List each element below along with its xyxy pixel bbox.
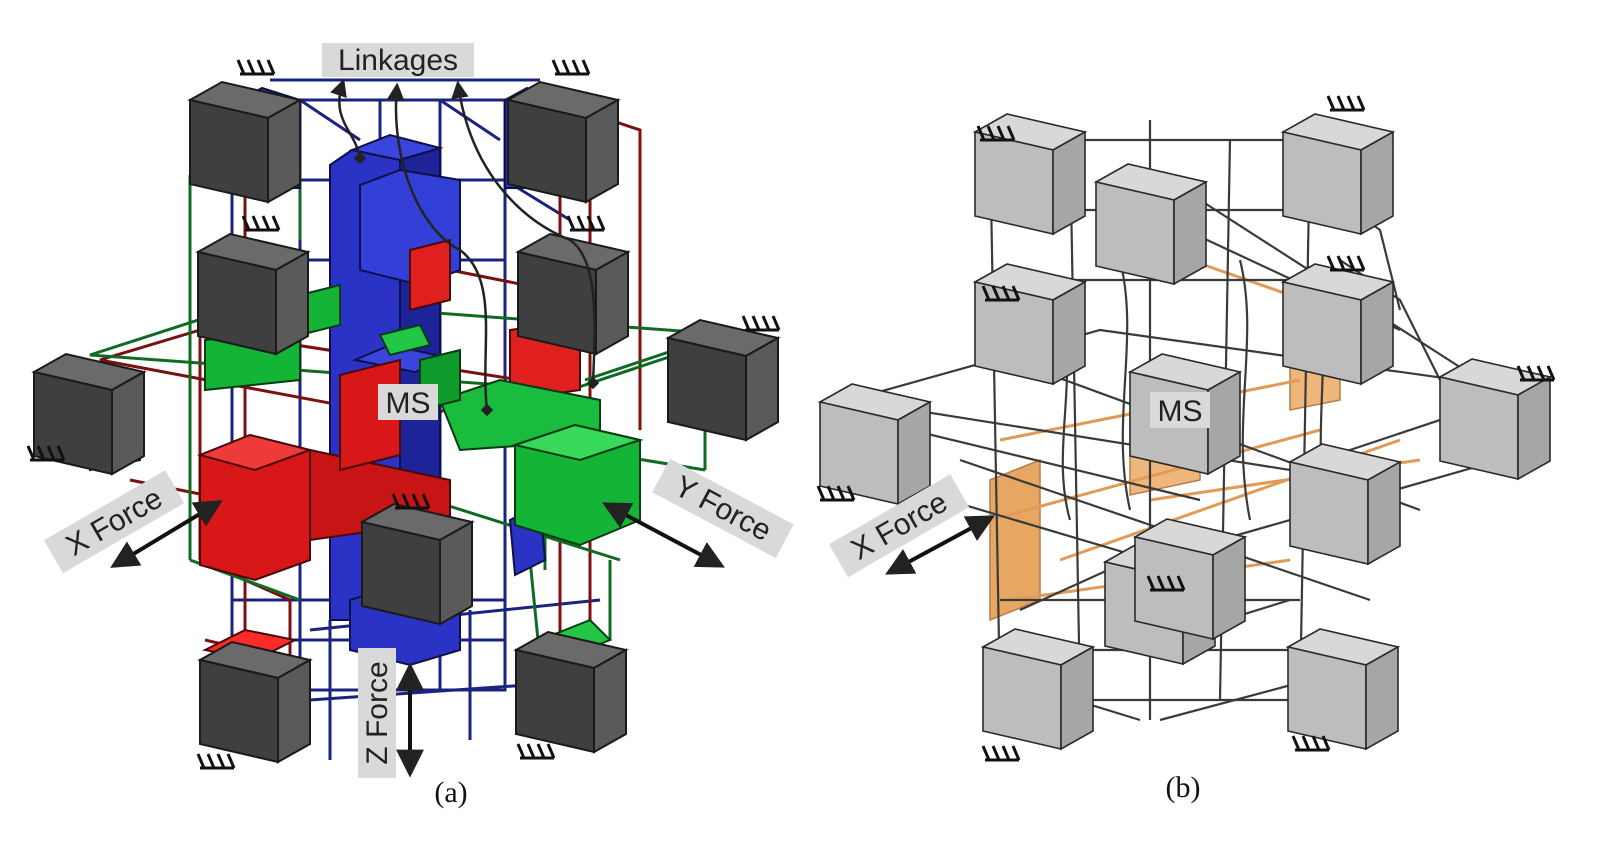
fixed-block [507, 81, 619, 203]
x-force-a: X Force [44, 470, 223, 574]
ms-label-b: MS [1150, 392, 1210, 428]
fixed-block [1287, 628, 1399, 750]
fixed-block [974, 263, 1086, 385]
fixed-block [982, 628, 1094, 750]
fixed-block [1282, 113, 1394, 235]
svg-text:MS: MS [1158, 395, 1203, 428]
moving-block [1289, 443, 1401, 565]
fixed-block [517, 233, 629, 355]
z-force-a: Z Force [358, 648, 424, 778]
fixed-block [1134, 518, 1246, 640]
caption-a: (a) [434, 776, 467, 809]
panel-b: MS X Force (b) [816, 94, 1556, 804]
fixed-block [819, 383, 931, 505]
fixed-block [515, 631, 627, 753]
ms-label-a: MS [378, 384, 438, 420]
svg-text:MS: MS [386, 387, 431, 420]
caption-b: (b) [1166, 771, 1201, 804]
blocks-b [819, 113, 1551, 750]
fixed-block [189, 81, 301, 203]
fixed-block [1282, 263, 1394, 385]
fixed-block [197, 233, 309, 355]
fixed-block [33, 353, 145, 475]
linkages-label: Linkages [322, 43, 474, 77]
svg-text:Z Force: Z Force [361, 661, 394, 764]
fixed-block [667, 319, 779, 441]
linkage-leaders [330, 78, 600, 417]
panel-a: Linkages MS X Force Y Force [26, 43, 794, 809]
fixed-block [361, 503, 473, 625]
fixed-block [199, 641, 311, 763]
svg-text:Linkages: Linkages [338, 44, 458, 77]
moving-block [1095, 163, 1207, 285]
